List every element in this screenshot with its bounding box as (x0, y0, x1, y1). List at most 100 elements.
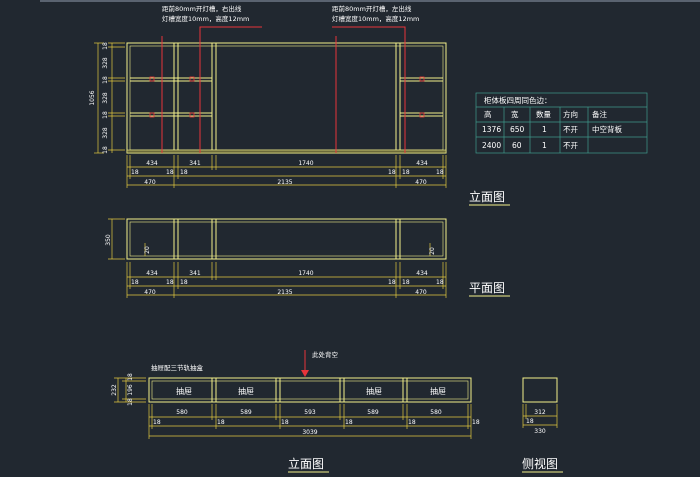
lower-panel-5: 18 (472, 419, 480, 426)
table-cell-0-0: 1376 (482, 125, 501, 134)
leader-left-groove (332, 26, 406, 153)
hdim-panel-5: 18 (436, 169, 444, 176)
hdim-panel-0: 18 (131, 169, 139, 176)
table-header-1: 宽 (511, 109, 519, 119)
plan-panel-1: 18 (166, 279, 174, 286)
side-panel: 18 (526, 418, 534, 425)
lower-horizontal-labels: 580 589 593 589 580 18 18 18 18 18 18 30… (153, 409, 480, 436)
plan-outer-right: 470 (415, 289, 427, 296)
plan-inset-left: 20 (144, 246, 151, 254)
plan-panel-5: 18 (436, 279, 444, 286)
leader-right-groove (199, 26, 262, 153)
hdim-outer-middle: 2135 (277, 179, 292, 186)
lower-panel-1: 18 (217, 419, 225, 426)
plan-outer-middle: 2135 (277, 289, 292, 296)
lower-height-0: 18 (127, 373, 134, 381)
lower-inner-2: 593 (304, 409, 316, 416)
plan-inner-0: 434 (146, 270, 158, 277)
table-header-2: 数量 (536, 109, 551, 119)
lower-inner-0: 580 (176, 409, 188, 416)
hdim-panel-1: 18 (166, 169, 174, 176)
arrow-back-open (301, 370, 309, 377)
hdim-panel-3: 18 (388, 169, 396, 176)
hdim-inner-0: 434 (146, 160, 158, 167)
lower-panel-3: 18 (345, 419, 353, 426)
table-header-3: 方向 (563, 109, 578, 119)
hdim-inner-2: 1740 (298, 160, 313, 167)
top-strip (40, 0, 700, 2)
elevation-horizontal-dimensions (126, 155, 447, 188)
vdim-6: 18 (102, 146, 109, 154)
lower-total-width: 3039 (302, 429, 317, 436)
hdim-outer-right: 470 (415, 179, 427, 186)
lower-inner-3: 589 (367, 409, 379, 416)
vdim-3: 328 (102, 92, 109, 104)
base-strip (126, 149, 447, 154)
lower-horizontal-dimensions (148, 404, 472, 439)
table-cell-0-4: 中空背板 (592, 124, 622, 134)
hdim-inner-3: 434 (416, 160, 428, 167)
hdim-inner-1: 341 (189, 160, 201, 167)
note-groove-left: 距前80mm开灯槽，左出线 (332, 4, 412, 13)
vdim-4: 18 (102, 111, 109, 119)
plan-inner-2: 1740 (298, 270, 313, 277)
table-header-0: 高 (484, 109, 492, 119)
panel-table: 柜体板四周同色边： 高 宽 数量 方向 备注 1376 650 1 不开 中空背… (475, 92, 648, 154)
lower-vertical-dimension (114, 377, 146, 403)
table-title: 柜体板四周同色边： (484, 95, 552, 105)
elevation-outline (126, 42, 447, 154)
note-groove-size-right: 灯槽宽度10mm，高度12mm (162, 14, 249, 23)
plan-inner-outline (129, 221, 444, 257)
leader-lines (161, 26, 406, 153)
plan-inner-3: 434 (416, 270, 428, 277)
plan-vertical-dimension (108, 218, 431, 260)
table-cell-1-3: 不开 (563, 141, 578, 150)
table-header-4: 备注 (592, 109, 607, 119)
side-outline (522, 377, 558, 403)
lower-height-1: 196 (127, 384, 134, 396)
upper-elevation (126, 42, 447, 154)
shelf-markers (149, 76, 425, 118)
vdim-5: 328 (102, 127, 109, 139)
side-view (522, 377, 558, 403)
vdim-2: 18 (102, 76, 109, 84)
lower-inner-outline (151, 380, 469, 400)
plan-panel-2: 18 (180, 279, 188, 286)
lower-outline (148, 377, 472, 403)
plan-inset-right: 20 (429, 247, 436, 255)
plan-depth: 350 (105, 234, 112, 246)
plan-outline (126, 218, 447, 260)
lower-panel-4: 18 (408, 419, 416, 426)
hdim-panel-4: 18 (402, 169, 410, 176)
table-cell-1-1: 60 (512, 141, 522, 150)
lower-panel-2: 18 (281, 419, 289, 426)
side-dimensions (522, 404, 558, 428)
hdim-panel-2: 18 (180, 169, 188, 176)
drawer-label-2: 抽屉 (366, 386, 382, 396)
side-total: 330 (534, 428, 546, 435)
note-groove-right: 距前80mm开灯槽，右出线 (162, 4, 242, 13)
table-cell-0-1: 650 (510, 125, 525, 134)
lower-height-total: 232 (111, 384, 118, 396)
plan-horizontal-labels: 434 341 1740 434 18 18 18 18 18 18 470 2… (131, 270, 444, 296)
vdim-0: 18 (102, 42, 109, 50)
plan-view (126, 218, 447, 260)
lower-cabinet (148, 377, 472, 403)
lower-panel-0: 18 (153, 419, 161, 426)
elevation-vertical-labels: 18 328 18 328 18 328 18 1056 (89, 42, 109, 154)
table-cell-1-2: 1 (542, 141, 547, 150)
elevation-vertical-dimension (94, 42, 125, 154)
hdim-outer-left: 470 (144, 179, 156, 186)
plan-panel-0: 18 (131, 279, 139, 286)
drawer-label-1: 抽屉 (238, 386, 254, 396)
note-drawer-rail: 抽屉配三节轨抽盒 (151, 363, 204, 372)
title-elevation-lower: 立面图 (288, 456, 324, 471)
drawer-label-0: 抽屉 (176, 386, 192, 396)
vdim-total: 1056 (89, 90, 96, 105)
plan-horizontal-dimensions (126, 262, 447, 298)
elevation-horizontal-labels: 434 341 1740 434 18 18 18 18 18 18 470 2… (131, 160, 444, 186)
plan-panel-4: 18 (402, 279, 410, 286)
vdim-1: 328 (102, 57, 109, 69)
note-groove-size-left: 灯槽宽度10mm，高度12mm (332, 14, 419, 23)
